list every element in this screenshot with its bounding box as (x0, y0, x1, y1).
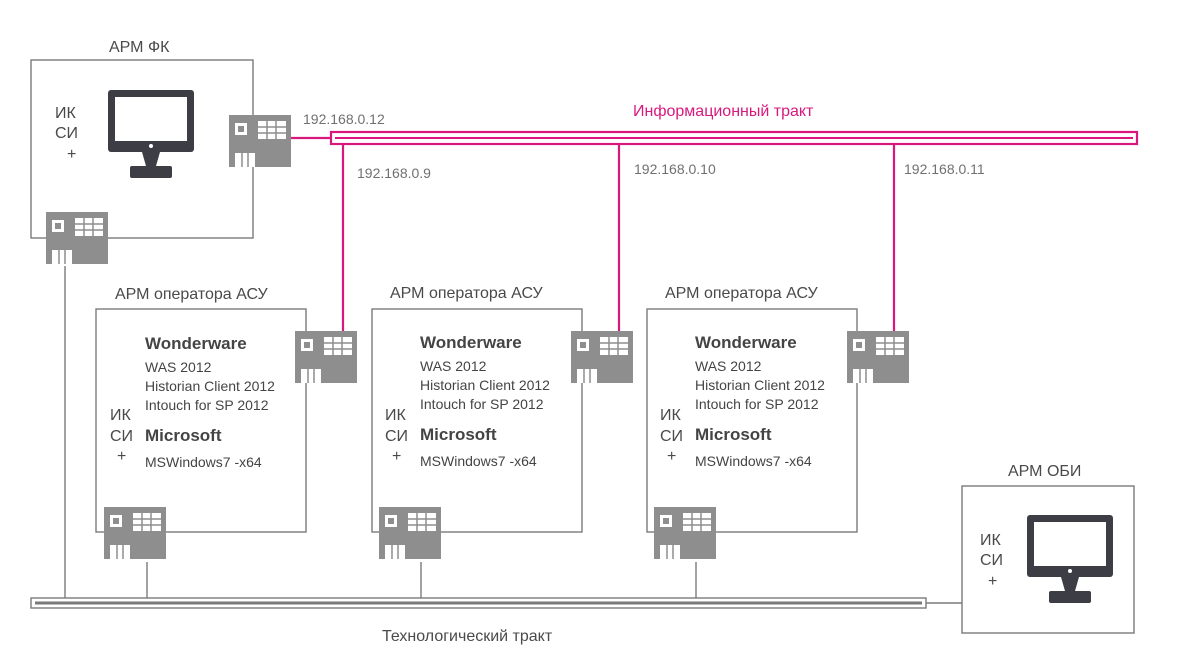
network-card-icon (103, 506, 167, 560)
operator-2-ik: ИК (385, 407, 407, 424)
technological-bus-label: Технологический тракт (382, 628, 553, 645)
operator-1-plus: + (117, 448, 126, 465)
arm-obi-ik: ИК (980, 532, 1002, 549)
operator-3-plus: + (667, 448, 676, 465)
network-card-icon (228, 114, 292, 168)
operator-3-software-2: Historian Client 2012 (695, 377, 825, 393)
operator-3-node: АРМ оператора АСУ Wonderware WAS 2012 Hi… (646, 285, 910, 560)
operator-2-node: АРМ оператора АСУ Wonderware WAS 2012 Hi… (371, 285, 634, 560)
operator-3-os: MSWindows7 -x64 (695, 453, 812, 469)
operator-2-software-1: WAS 2012 (420, 358, 487, 374)
operator-1-si: СИ (110, 428, 133, 445)
arm-obi-plus: + (988, 573, 997, 590)
operator-3-software-3: Intouch for SP 2012 (695, 396, 819, 412)
operator-2-software-2: Historian Client 2012 (420, 377, 550, 393)
arm-fk-ip: 192.168.0.12 (303, 111, 385, 127)
information-bus (329, 130, 1139, 146)
operator-3-vendor1: Wonderware (695, 333, 797, 352)
operator-2-vendor1: Wonderware (420, 333, 522, 352)
arm-fk-title: АРМ ФК (109, 39, 170, 56)
arm-fk-ik: ИК (55, 105, 77, 122)
operator-1-vendor2: Microsoft (145, 426, 222, 445)
operator-2-vendor2: Microsoft (420, 425, 497, 444)
operator-2-title: АРМ оператора АСУ (390, 285, 543, 302)
network-card-icon (45, 211, 109, 265)
arm-obi-si: СИ (980, 552, 1003, 569)
operator-1-software-3: Intouch for SP 2012 (145, 397, 269, 413)
operator-2-os: MSWindows7 -x64 (420, 453, 537, 469)
operator-3-ip: 192.168.0.11 (904, 161, 985, 177)
network-card-icon (378, 506, 442, 560)
arm-obi-title: АРМ ОБИ (1008, 463, 1081, 480)
arm-fk-node: АРМ ФК ИК СИ + (30, 39, 292, 265)
arm-fk-si: СИ (55, 125, 78, 142)
technological-bus (30, 597, 927, 609)
operator-1-vendor1: Wonderware (145, 334, 247, 353)
arm-obi-node: АРМ ОБИ ИК СИ + (961, 463, 1135, 634)
network-card-icon (294, 330, 358, 384)
arm-fk-plus: + (67, 146, 76, 163)
operator-2-software-3: Intouch for SP 2012 (420, 396, 544, 412)
operator-1-os: MSWindows7 -x64 (145, 454, 262, 470)
operator-3-si: СИ (660, 428, 683, 445)
operator-1-ik: ИК (110, 407, 132, 424)
operator-3-software-1: WAS 2012 (695, 358, 762, 374)
operator-2-ip: 192.168.0.10 (634, 161, 716, 177)
operator-3-title: АРМ оператора АСУ (665, 285, 818, 302)
network-card-icon (570, 330, 634, 384)
operator-1-node: АРМ оператора АСУ Wonderware WAS 2012 Hi… (95, 286, 358, 560)
operator-1-software-2: Historian Client 2012 (145, 378, 275, 394)
operator-1-ip: 192.168.0.9 (357, 165, 431, 181)
operator-3-ik: ИК (660, 407, 682, 424)
operator-1-software-1: WAS 2012 (145, 359, 212, 375)
operator-3-vendor2: Microsoft (695, 425, 772, 444)
network-card-icon (653, 506, 717, 560)
operator-2-si: СИ (385, 428, 408, 445)
network-card-icon (846, 330, 910, 384)
operator-1-title: АРМ оператора АСУ (115, 286, 268, 303)
operator-2-plus: + (392, 448, 401, 465)
information-bus-label: Информационный тракт (633, 103, 814, 120)
